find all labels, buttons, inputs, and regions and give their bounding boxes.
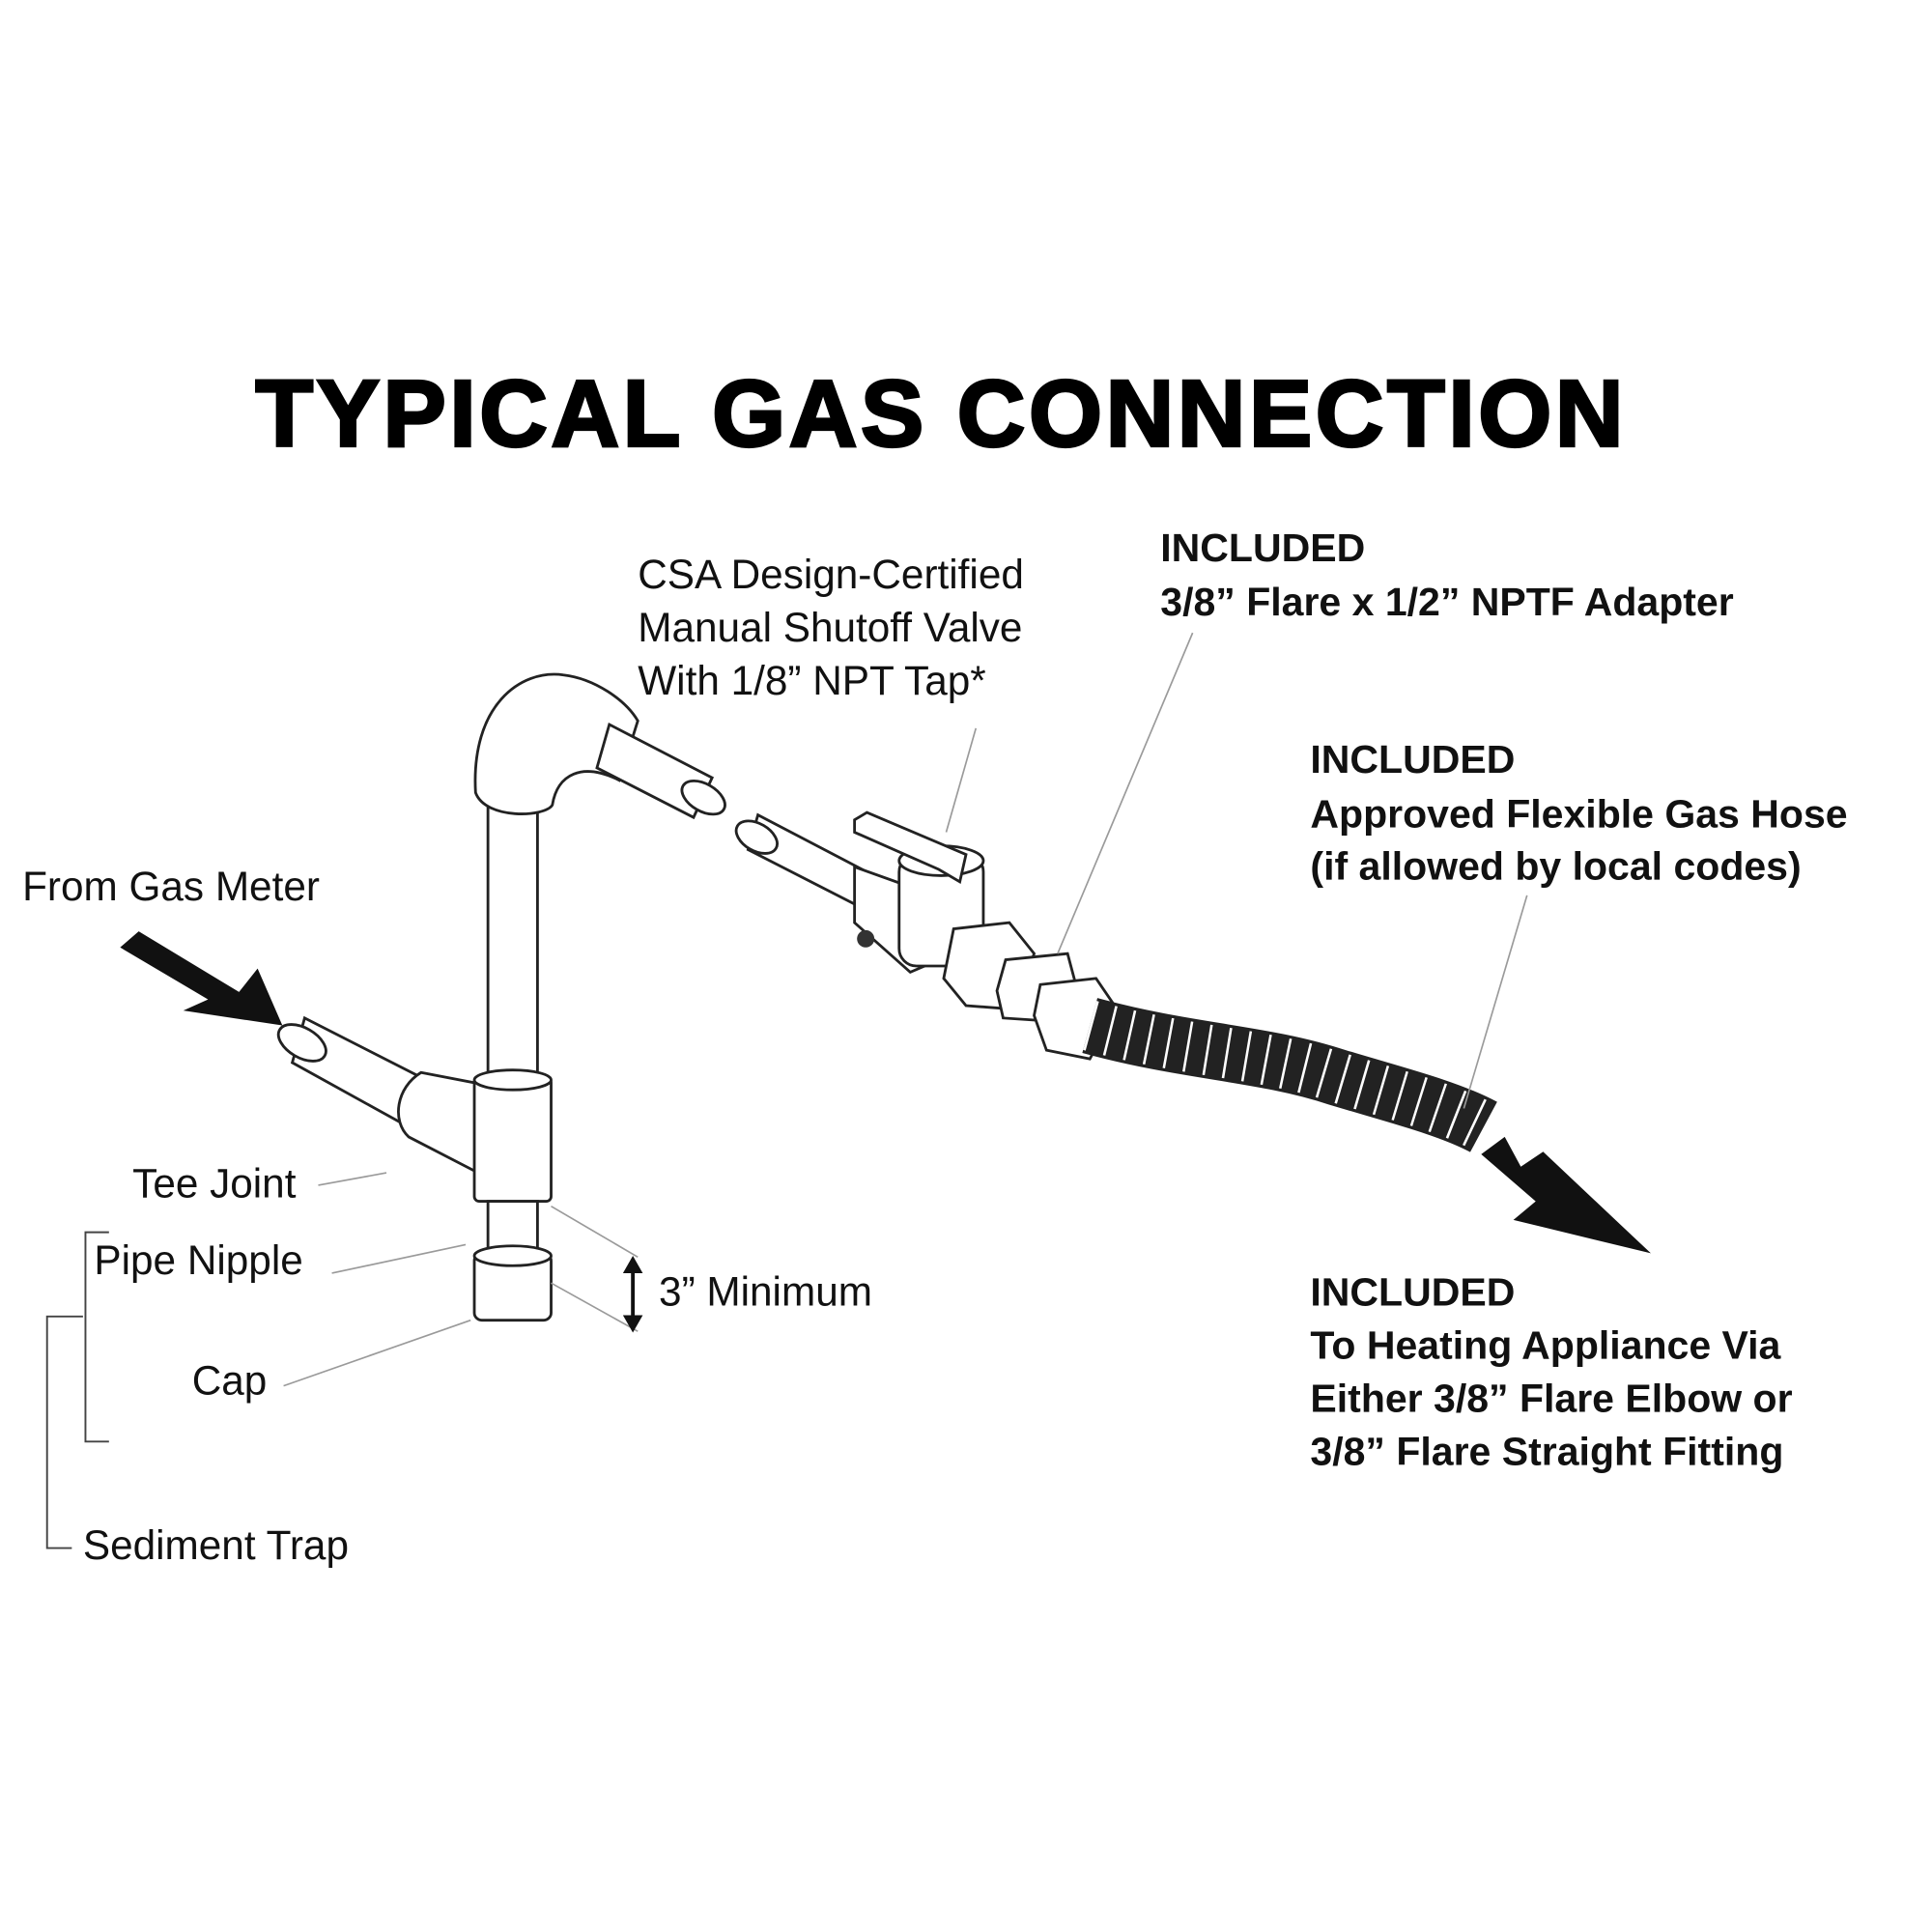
valve-label-line: With 1/8” NPT Tap*: [638, 658, 985, 703]
riser-pipe: [486, 791, 539, 1086]
tee-branch: [397, 1070, 487, 1179]
nipple-leader-line: [331, 1243, 467, 1274]
outflow-arrow-icon: [1481, 1136, 1651, 1254]
hose-label-line: Approved Flexible Gas Hose: [1310, 791, 1847, 836]
dimension-arrow-icon: [622, 1256, 643, 1333]
appliance-label-line: 3/8” Flare Straight Fitting: [1310, 1430, 1783, 1474]
adapter-leader-line: [1057, 632, 1194, 954]
sediment-trap-bracket: [45, 1315, 83, 1549]
dimension-line-top: [551, 1205, 639, 1259]
valve-label-line: Manual Shutoff Valve: [638, 605, 1022, 650]
flexible-gas-hose: [1082, 998, 1497, 1152]
minimum-label: 3” Minimum: [659, 1268, 872, 1314]
hose-included-tag: INCLUDED: [1310, 737, 1515, 781]
hose-label-line: (if allowed by local codes): [1310, 843, 1801, 888]
adapter-label: 3/8” Flare x 1/2” NPTF Adapter: [1160, 580, 1733, 624]
adapter-included-tag: INCLUDED: [1160, 526, 1365, 570]
tee-joint: [472, 1068, 553, 1204]
inflow-arrow-icon: [120, 931, 283, 1026]
pipe-nipple-bracket: [84, 1231, 109, 1443]
sediment-trap-label: Sediment Trap: [83, 1522, 349, 1568]
appliance-label-line: To Heating Appliance Via: [1310, 1322, 1781, 1367]
appliance-included-tag: INCLUDED: [1310, 1269, 1515, 1314]
tee-joint-label: Tee Joint: [132, 1161, 297, 1207]
flare-adapter: [942, 921, 1120, 1061]
pipe-cap: [472, 1244, 553, 1322]
pipe-nipple-label: Pipe Nipple: [94, 1237, 302, 1283]
hose-leader-line: [1463, 895, 1528, 1109]
npt-tap-icon: [857, 929, 875, 948]
diagram-title: TYPICAL GAS CONNECTION: [255, 361, 1627, 467]
from-gas-meter-label: From Gas Meter: [22, 864, 320, 909]
cap-label: Cap: [192, 1358, 268, 1404]
valve-leader-line: [945, 727, 978, 833]
tee-leader-line: [318, 1172, 387, 1186]
shutoff-valve: [853, 810, 985, 975]
cap-leader-line: [283, 1319, 471, 1387]
elbow-fitting: [473, 672, 639, 815]
dimension-line-bottom: [551, 1282, 639, 1332]
valve-label-line: CSA Design-Certified: [638, 552, 1024, 597]
appliance-label-line: Either 3/8” Flare Elbow or: [1310, 1377, 1792, 1421]
